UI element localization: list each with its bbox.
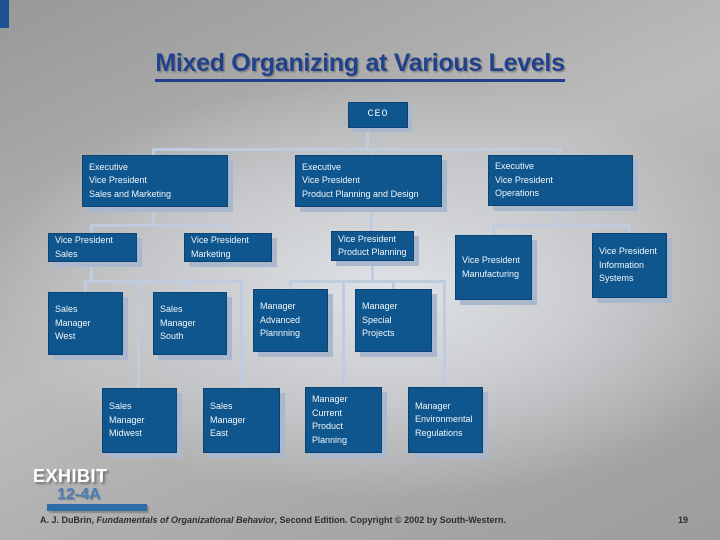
exhibit-underline-bar: [47, 504, 147, 511]
org-node-line: Vice President: [302, 175, 360, 186]
org-node-line: Vice President: [338, 233, 396, 244]
citation-author: A. J. DuBrin,: [40, 515, 97, 525]
org-node-line: Manager: [362, 301, 398, 312]
org-node-line: Sales: [160, 304, 183, 315]
org-node-line: Vice President: [89, 175, 147, 186]
org-node-line: Vice President: [55, 235, 113, 245]
org-node-evp-sales-marketing: Executive Vice President Sales and Marke…: [82, 155, 228, 207]
org-node-line: Sales: [55, 248, 78, 259]
org-node-line: Environmental: [415, 414, 473, 425]
connector-sm-midwest-vline: [137, 280, 140, 388]
org-node-sales-manager-midwest: Sales Manager Midwest: [102, 388, 177, 453]
connector-vp-marketing-stub: [227, 224, 230, 233]
org-node-line: Executive: [302, 161, 342, 172]
org-node-line: Manager: [415, 400, 451, 411]
org-node-line: West: [55, 331, 76, 342]
connector-vp-product-planning-down: [371, 261, 374, 282]
connector-mgr-current-vline: [342, 280, 345, 387]
slide-title: Mixed Organizing at Various Levels: [155, 49, 565, 82]
org-node-line: Sales and Marketing: [89, 188, 172, 199]
connector-vp-manufacturing-stub: [492, 224, 495, 235]
org-node-vp-marketing: Vice President Marketing: [184, 233, 272, 262]
org-node-line: Executive: [89, 161, 129, 172]
org-node-line: Executive: [495, 161, 535, 172]
connector-mgr-advanced-stub: [289, 280, 292, 290]
org-node-vp-sales: Vice President Sales: [48, 233, 137, 262]
org-node-line: South: [160, 331, 184, 342]
org-node-manager-advanced-planning: Manager Advanced Plannning: [253, 289, 328, 352]
org-node-line: Vice President: [599, 246, 657, 257]
org-node-line: Manager: [210, 414, 246, 425]
connector-operations-children-hline: [492, 224, 631, 227]
org-node-line: Vice President: [191, 235, 249, 245]
org-node-ceo: CEO: [348, 102, 408, 128]
org-node-line: Planning: [312, 434, 348, 445]
citation-rest: , Second Edition. Copyright © 2002 by So…: [274, 515, 507, 525]
org-node-line: Manager: [312, 394, 348, 404]
org-node-manager-environmental-regulations: Manager Environmental Regulations: [408, 387, 483, 453]
org-node-line: Vice President: [495, 174, 553, 185]
org-node-line: Midwest: [109, 428, 143, 439]
org-node-line: Advanced: [260, 314, 301, 325]
org-node-line: Product Planning and Design: [302, 188, 419, 199]
connector-sm-west-stub: [84, 280, 87, 292]
connector-sm-south-stub: [188, 280, 191, 292]
org-node-line: Plannning: [260, 328, 301, 339]
org-node-label: CEO: [367, 109, 389, 121]
org-node-evp-product-planning-design: Executive Vice President Product Plannin…: [295, 155, 442, 207]
corner-accent-bar: [0, 0, 9, 28]
connector-mgr-environmental-vline: [443, 280, 446, 387]
org-node-line: Projects: [362, 328, 395, 339]
org-node-sales-manager-south: Sales Manager South: [153, 292, 227, 355]
org-node-sales-manager-west: Sales Manager West: [48, 292, 123, 355]
org-node-line: Product Planning: [338, 247, 407, 257]
connector-vp-sales-stub: [90, 224, 93, 233]
org-node-sales-manager-east: Sales Manager East: [203, 388, 280, 453]
org-node-line: Product: [312, 421, 344, 431]
org-node-line: Sales: [109, 401, 132, 412]
org-node-line: Manager: [109, 414, 145, 425]
org-node-line: Special: [362, 314, 392, 325]
citation-book-title: Fundamentals of Organizational Behavior: [96, 515, 275, 525]
org-node-line: Current: [312, 407, 343, 418]
org-node-vp-manufacturing: Vice President Manufacturing: [455, 235, 532, 300]
connector-vp-sales-down: [90, 262, 93, 282]
org-node-line: Manager: [55, 317, 91, 328]
org-node-vp-information-systems: Vice President Information Systems: [592, 233, 667, 298]
connector-vp-information-stub: [628, 224, 631, 233]
org-node-line: Sales: [210, 401, 233, 412]
org-node-manager-special-projects: Manager Special Projects: [355, 289, 432, 352]
connector-sales-marketing-hline: [90, 224, 230, 227]
org-node-line: East: [210, 428, 229, 439]
org-node-line: Systems: [599, 273, 634, 284]
org-node-vp-product-planning: Vice President Product Planning: [331, 231, 414, 261]
org-node-evp-operations: Executive Vice President Operations: [488, 155, 633, 206]
connector-level1-hline: [152, 148, 562, 151]
org-node-line: Operations: [495, 188, 540, 199]
org-node-line: Marketing: [191, 248, 231, 259]
exhibit-label: EXHIBIT: [33, 466, 108, 486]
org-node-manager-current-product-planning: Manager Current Product Planning: [305, 387, 382, 453]
connector-sm-east-vline: [240, 280, 243, 388]
slide-title-wrap: Mixed Organizing at Various Levels: [60, 49, 660, 82]
org-node-line: Manufacturing: [462, 268, 520, 279]
org-node-line: Manager: [160, 317, 196, 328]
footer-citation: A. J. DuBrin, Fundamentals of Organizati…: [40, 515, 506, 525]
org-node-line: Manager: [260, 301, 296, 312]
connector-mgr-special-stub: [392, 280, 395, 290]
connector-sales-children-hline: [84, 280, 243, 283]
org-node-line: Information: [599, 259, 645, 270]
org-node-line: Regulations: [415, 427, 463, 438]
org-node-line: Sales: [55, 304, 78, 315]
connector-pp-children-hline: [289, 280, 446, 283]
org-node-line: Vice President: [462, 255, 520, 265]
connector-ceo-stem: [366, 128, 369, 150]
page-number: 19: [677, 515, 688, 525]
exhibit-number: 12-4A: [57, 486, 101, 503]
